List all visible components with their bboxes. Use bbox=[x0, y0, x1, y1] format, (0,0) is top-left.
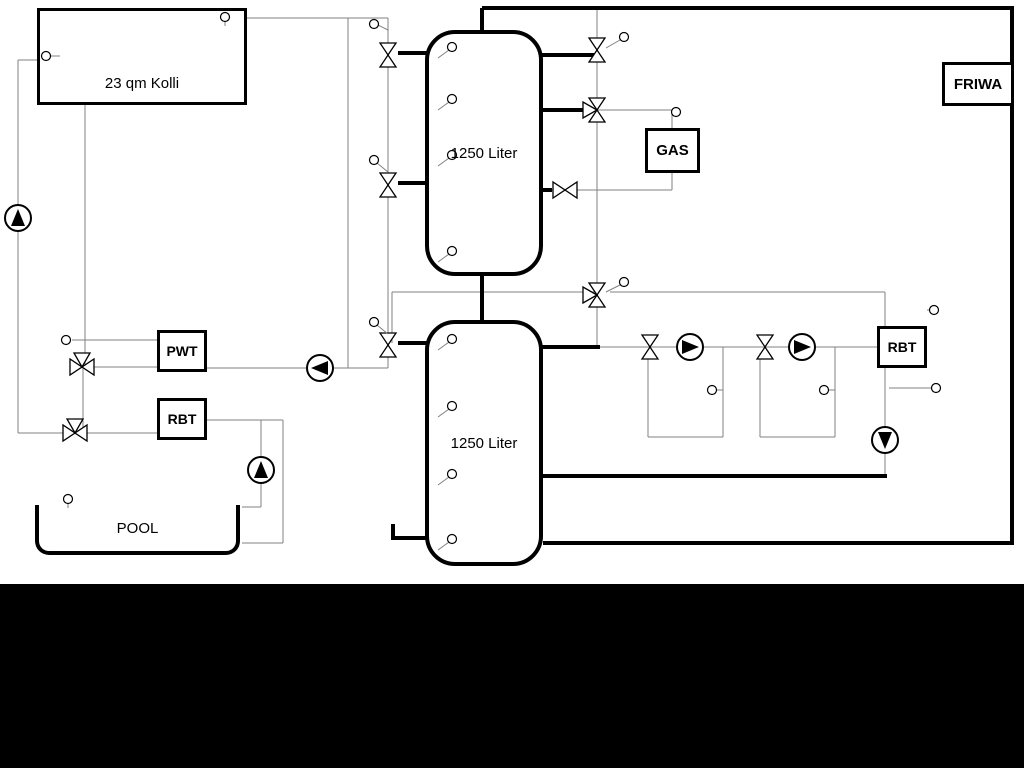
valve-tank2-left-top bbox=[378, 332, 398, 358]
valves bbox=[62, 37, 775, 443]
buffer-tank-lower: 1250 Liter bbox=[425, 320, 543, 566]
rbt-left-box: RBT bbox=[157, 398, 207, 440]
buffer-tank-upper: 1250 Liter bbox=[425, 30, 543, 276]
rbt-left-label: RBT bbox=[167, 411, 197, 427]
valve-gas-return bbox=[552, 180, 578, 200]
valve-circuit2 bbox=[755, 334, 775, 360]
pipe-network-thick bbox=[391, 6, 1014, 545]
valve-gas-mixing bbox=[582, 97, 607, 123]
pwt-heat-exchanger-box: PWT bbox=[157, 330, 207, 372]
valve-riser-top bbox=[587, 37, 607, 63]
buffer-tank-upper-label: 1250 Liter bbox=[450, 144, 518, 162]
pump-solar-left bbox=[4, 204, 32, 232]
pwt-label: PWT bbox=[166, 343, 198, 359]
pump-rbt-return bbox=[871, 426, 899, 454]
pool-label: POOL bbox=[116, 519, 159, 537]
gas-boiler-box: GAS bbox=[645, 128, 700, 173]
valve-distribution-threeway bbox=[582, 282, 607, 308]
rbt-right-box: RBT bbox=[877, 326, 927, 368]
pump-pool bbox=[247, 456, 275, 484]
valve-tank1-left-mid bbox=[378, 172, 398, 198]
pool-basin: POOL bbox=[35, 505, 240, 555]
friwa-box: FRIWA bbox=[942, 62, 1014, 106]
pump-circuit2 bbox=[788, 333, 816, 361]
pump-circuit1 bbox=[676, 333, 704, 361]
schematic-canvas bbox=[4, 6, 1014, 551]
rbt-right-label: RBT bbox=[887, 339, 917, 355]
valve-rbt-threeway bbox=[62, 418, 88, 443]
gas-boiler-label: GAS bbox=[656, 142, 689, 159]
solar-collector-label: 23 qm Kolli bbox=[104, 75, 180, 92]
solar-collector-box: 23 qm Kolli bbox=[37, 8, 247, 105]
valve-circuit1 bbox=[640, 334, 660, 360]
valve-tank1-left-top bbox=[378, 42, 398, 68]
pumps bbox=[4, 204, 899, 484]
valve-pwt-threeway bbox=[69, 352, 95, 377]
pump-pwt-loop bbox=[306, 354, 334, 382]
buffer-tank-lower-label: 1250 Liter bbox=[450, 434, 518, 452]
friwa-label: FRIWA bbox=[953, 75, 1003, 93]
bottom-black-mask bbox=[0, 584, 1024, 768]
